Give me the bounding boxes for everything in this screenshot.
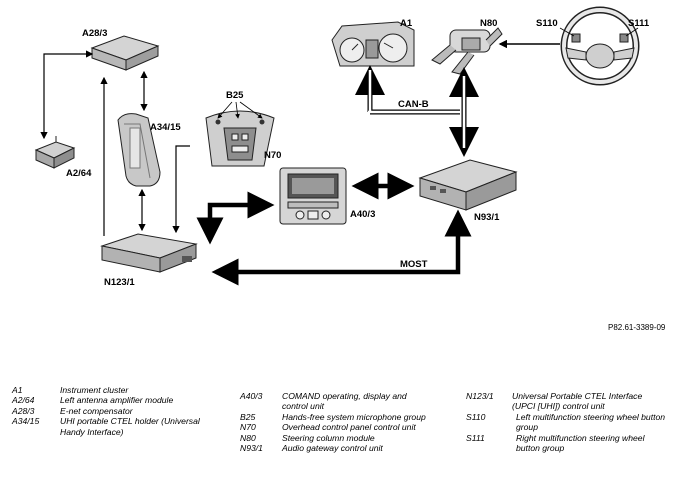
legend-item: A2/64 Left antenna amplifier module (12, 395, 232, 405)
legend-code: B25 (240, 411, 256, 422)
legend-desc: Left multifunction steering wheel button… (516, 411, 666, 433)
legend-desc: Hands-free system microphone group (282, 411, 426, 422)
leader-s110 (559, 27, 575, 37)
instrument-cluster-a1 (331, 21, 415, 67)
legend-item: A40/3 COMAND operating, display and contr… (240, 391, 456, 412)
legend-desc: E-net compensator (60, 405, 133, 416)
legend-col-3: N123/1 Universal Portable CTEL Interface … (466, 391, 672, 453)
legend-code: A34/15 (12, 416, 40, 427)
legend-col-1: A1 Instrument cluster A2/64 Left antenna a… (12, 385, 232, 437)
label-can-b: CAN-B (398, 99, 429, 110)
legend-code: N93/1 (240, 443, 263, 454)
label-a2-64: A2/64 (66, 168, 92, 179)
label-a34-15: A34/15 (150, 122, 181, 133)
link-a28-a264 (40, 50, 94, 140)
legend-code: S110 (466, 411, 486, 422)
can-b-bus (355, 65, 479, 157)
comand-unit-a40-3 (279, 167, 347, 225)
legend-item: N123/1 Universal Portable CTEL Interface … (466, 391, 672, 412)
label-a40-3: A40/3 (350, 209, 375, 220)
legend-desc: Overhead control panel control unit (282, 422, 416, 433)
legend-desc: Instrument cluster (60, 385, 129, 395)
legend-code: A40/3 (240, 391, 263, 401)
legend-code: A2/64 (12, 395, 35, 406)
s111-buttons-icon (619, 33, 629, 43)
legend-code: A1 (12, 385, 23, 395)
s110-buttons-icon (571, 33, 581, 43)
legend-item: A28/3 E-net compensator (12, 406, 232, 416)
link-a403-n123 (196, 191, 275, 245)
label-a28-3: A28/3 (82, 28, 107, 39)
steering-column-module-n80 (431, 27, 503, 75)
audio-gateway-n93-1 (418, 159, 518, 211)
label-a1: A1 (400, 18, 413, 29)
legend-item: N80 Steering column module (240, 433, 456, 443)
microphone-icon (259, 119, 265, 125)
legend-item: A34/15 UHI portable CTEL holder (Universa… (12, 416, 232, 437)
legend-desc: Right multifunction steering wheel butto… (516, 432, 645, 454)
legend-desc: UHI portable CTEL holder (Universal Hand… (60, 416, 200, 437)
legend-desc: Left antenna amplifier module (60, 395, 174, 406)
link-n70-n123 (172, 145, 190, 234)
uhi-holder-a34-15 (117, 113, 161, 187)
legend-item: S110 Left multifunction steering wheel bu… (466, 412, 672, 433)
overhead-panel-n70 (205, 110, 275, 167)
enet-compensator-a28-3 (90, 35, 160, 71)
legend-item: N70 Overhead control panel control unit (240, 422, 456, 432)
legend-col-2: A40/3 COMAND operating, display and contr… (240, 391, 456, 453)
figure-reference: P82.61-3389-09 (608, 323, 666, 332)
label-n80: N80 (480, 18, 497, 29)
legend-desc: Audio gateway control unit (282, 443, 383, 454)
leader-s111 (625, 27, 639, 37)
legend-desc: Universal Portable CTEL Interface (UPCI … (512, 391, 643, 412)
microphone-icon (215, 119, 221, 125)
label-b25: B25 (226, 90, 244, 101)
label-n70: N70 (264, 150, 281, 161)
most-bus (211, 209, 472, 286)
label-s111: S111 (628, 18, 650, 29)
legend-desc: COMAND operating, display and control un… (282, 391, 407, 412)
legend-code: S111 (466, 432, 485, 443)
legend-item: A1 Instrument cluster (12, 385, 232, 395)
legend-item: B25 Hands-free system microphone group (240, 412, 456, 422)
legend-desc: Steering column module (282, 432, 375, 443)
legend-item: S111 Right multifunction steering wheel b… (466, 433, 672, 454)
steering-wheel (560, 6, 640, 86)
legend-code: N80 (240, 432, 256, 443)
legend-item: N93/1 Audio gateway control unit (240, 443, 456, 453)
label-n123-1: N123/1 (104, 277, 135, 288)
label-s110: S110 (536, 18, 558, 29)
upci-control-unit-n123-1 (100, 233, 198, 273)
label-most: MOST (400, 259, 428, 270)
legend-code: N70 (240, 422, 256, 433)
legend-code: A28/3 (12, 405, 35, 416)
antenna-amplifier-a2-64 (34, 136, 76, 169)
legend-code: N123/1 (466, 391, 494, 401)
label-n93-1: N93/1 (474, 212, 500, 223)
